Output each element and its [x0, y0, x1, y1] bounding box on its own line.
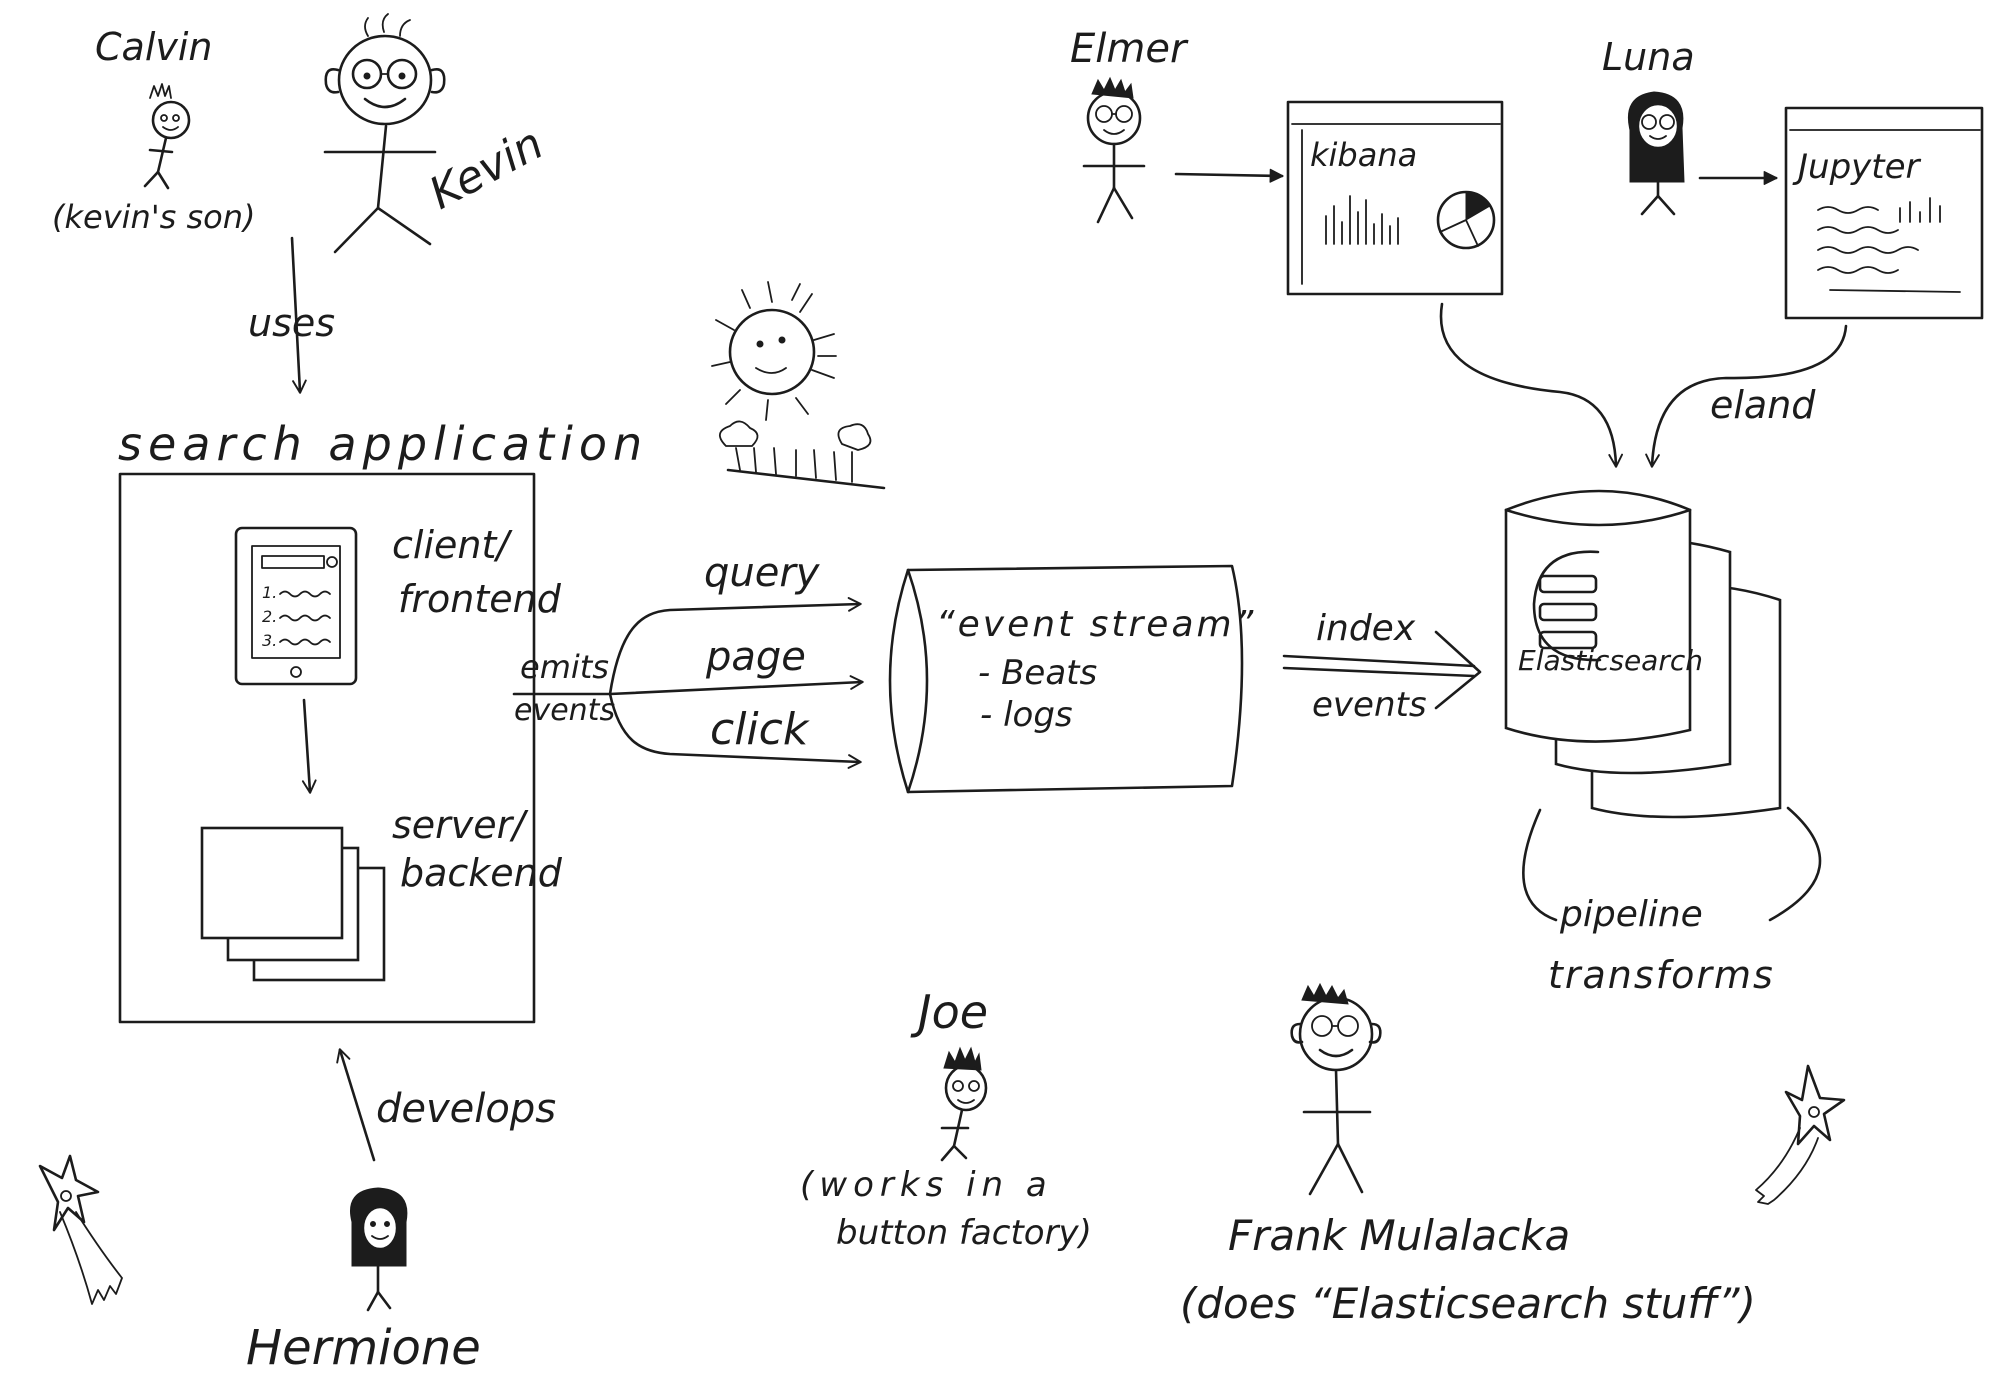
uses-label: uses [248, 301, 335, 345]
elasticsearch-label: Elasticsearch [1518, 644, 1703, 677]
event-stream: “event stream” - Beats - logs [888, 564, 1256, 794]
person-frank: Frank Mulalacka (does “Elasticsearch stu… [1180, 982, 1756, 1328]
uses-arrow: uses [248, 236, 335, 394]
sun-icon [711, 281, 837, 421]
elmer-name: Elmer [1070, 26, 1189, 72]
kibana-label: kibana [1310, 136, 1417, 174]
frank-figure [1290, 982, 1382, 1196]
elasticsearch-cluster: Elasticsearch [1504, 489, 1782, 819]
calvin-note: (kevin's son) [52, 198, 255, 236]
person-luna: Luna [1602, 35, 1778, 216]
develops-arrow: develops [336, 1048, 556, 1162]
click-label: click [710, 704, 810, 755]
develops-label: develops [376, 1086, 556, 1132]
jupyter-bar-chart-icon [1899, 197, 1941, 223]
search-application-box [118, 472, 536, 1024]
client-to-server-arrow [301, 698, 317, 794]
calvin-name: Calvin [95, 25, 213, 69]
grass-flowers-icon [719, 420, 886, 490]
event-stream-cylinder [888, 564, 1244, 794]
shooting-star-icon-right [1755, 1064, 1846, 1205]
search-application-title: search application [118, 417, 648, 471]
hermione-figure [350, 1187, 408, 1312]
jupyter-notebook-lines-icon [1817, 206, 1961, 293]
index-events-arrow: index events [1282, 608, 1482, 725]
kibana-pie-chart-icon [1436, 190, 1496, 250]
emits-events-connector: emits events query page click [512, 550, 864, 769]
kevin-name: Kevin [421, 118, 551, 220]
hermione-name: Hermione [246, 1320, 481, 1376]
pipeline-label-1: pipeline [1559, 894, 1703, 935]
tablet-list-number-2: 2. [262, 607, 277, 626]
search-application: search application 1. 2. 3. client/ fron… [118, 417, 648, 1024]
elmer-to-kibana-arrow [1174, 168, 1284, 183]
frank-note: (does “Elasticsearch stuff”) [1180, 1279, 1756, 1328]
joe-note-2: button factory) [836, 1213, 1092, 1253]
tablet-list-number-3: 3. [262, 631, 277, 650]
joe-figure [940, 1046, 988, 1162]
page-label: page [705, 634, 806, 680]
luna-figure [1628, 91, 1685, 216]
client-frontend-label-2: frontend [398, 577, 562, 621]
server-backend-label-2: backend [400, 851, 563, 895]
elasticsearch-logo-icon [1532, 550, 1602, 662]
shooting-star-icon-left [38, 1154, 123, 1305]
frank-name: Frank Mulalacka [1228, 1211, 1570, 1260]
event-stream-item-beats: - Beats [978, 653, 1097, 693]
jupyter-window: Jupyter [1784, 106, 1984, 320]
elmer-figure [1082, 76, 1146, 224]
person-calvin: Calvin (kevin's son) [52, 25, 255, 236]
pipeline-transforms: pipeline transforms [1522, 806, 1822, 997]
index-label: index [1316, 608, 1416, 649]
luna-name: Luna [1602, 35, 1695, 79]
joe-name: Joe [910, 985, 988, 1039]
calvin-figure [143, 83, 191, 190]
pipeline-label-2: transforms [1548, 953, 1775, 997]
person-kevin: Kevin [323, 13, 552, 254]
client-tablet: 1. 2. 3. [234, 526, 358, 686]
server-stack [200, 826, 386, 982]
person-hermione: Hermione [246, 1187, 481, 1376]
emits-label-2: events [514, 693, 615, 728]
event-stream-item-logs: - logs [980, 695, 1073, 735]
client-frontend-label-1: client/ [392, 523, 513, 567]
person-elmer: Elmer [1070, 26, 1284, 224]
event-stream-title: “event stream” [936, 604, 1256, 645]
person-joe: Joe (works in a button factory) [800, 985, 1092, 1253]
index-events-label: events [1312, 685, 1427, 725]
eland-label: eland [1710, 383, 1816, 427]
kevin-figure [323, 13, 446, 254]
eland-connectors: eland [1439, 302, 1848, 468]
query-label: query [704, 550, 821, 596]
server-backend-label-1: server/ [392, 803, 529, 847]
kibana-bar-chart-icon [1325, 195, 1399, 245]
kibana-window: kibana [1286, 100, 1504, 296]
jupyter-label: Jupyter [1792, 147, 1922, 187]
joe-note-1: (works in a [800, 1165, 1053, 1205]
emits-label-1: emits [520, 648, 609, 686]
tablet-list-number-1: 1. [262, 583, 277, 602]
